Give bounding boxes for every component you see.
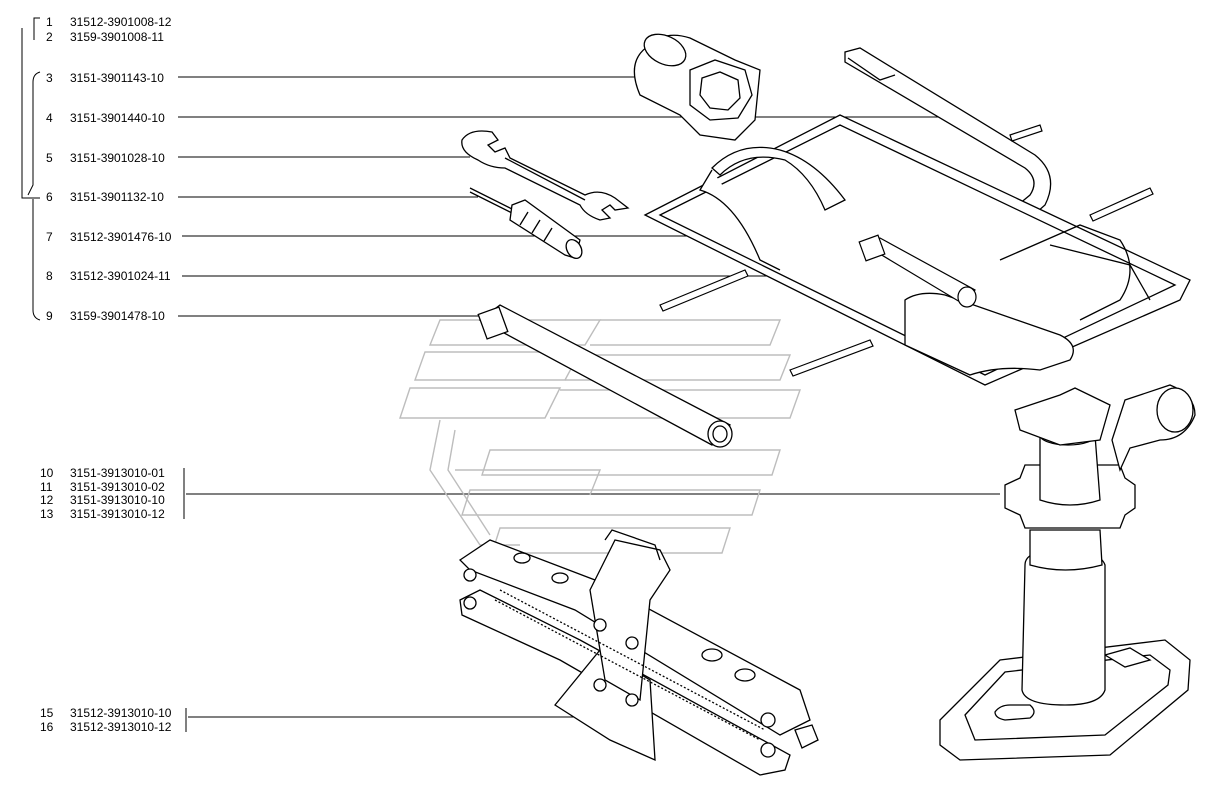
part-number-9: 9 <box>46 309 53 323</box>
part-code-9[interactable]: 3159-3901478-10 <box>70 309 165 323</box>
part-number-11: 11 <box>40 480 53 494</box>
part-code-8[interactable]: 31512-3901024-11 <box>70 269 171 283</box>
part-code-3[interactable]: 3151-3901143-10 <box>70 71 164 85</box>
part-code-7[interactable]: 31512-3901476-10 <box>70 230 172 244</box>
part-number-6: 6 <box>46 190 53 204</box>
part-code-11[interactable]: 3151-3913010-02 <box>70 480 165 494</box>
part-code-4[interactable]: 3151-3901440-10 <box>70 111 165 125</box>
bottle-jack-drawing <box>939 384 1196 761</box>
scissor-jack-drawing <box>458 529 819 776</box>
part-code-13[interactable]: 3151-3913010-12 <box>70 507 165 521</box>
part-number-3: 3 <box>46 71 53 85</box>
part-code-2[interactable]: 3159-3901008-11 <box>70 30 164 44</box>
part-number-15: 15 <box>40 706 54 720</box>
screwdriver-drawing <box>469 187 583 259</box>
tray-straps <box>659 124 1154 377</box>
part-number-8: 8 <box>46 269 53 283</box>
part-code-1[interactable]: 31512-3901008-12 <box>70 15 172 29</box>
part-code-16[interactable]: 31512-3913010-12 <box>70 720 172 734</box>
part-number-4: 4 <box>46 111 53 125</box>
part-number-13: 13 <box>40 507 54 521</box>
part-code-5[interactable]: 3151-3901028-10 <box>70 151 165 165</box>
part-number-16: 16 <box>40 720 54 734</box>
part-number-12: 12 <box>40 493 54 507</box>
part-number-1: 1 <box>46 15 53 29</box>
lever-tube-drawing <box>477 304 733 448</box>
part-code-12[interactable]: 3151-3913010-10 <box>70 493 165 507</box>
part-code-15[interactable]: 31512-3913010-10 <box>70 706 172 720</box>
part-number-10: 10 <box>40 466 54 480</box>
tube-in-bag <box>858 234 977 308</box>
part-code-6[interactable]: 3151-3901132-10 <box>70 190 164 204</box>
watermark-logo <box>399 319 801 554</box>
part-number-5: 5 <box>46 151 53 165</box>
tool-bag-drawing <box>643 114 1191 386</box>
socket-wrench-drawing <box>633 33 761 141</box>
part-number-2: 2 <box>46 30 53 44</box>
spanner-drawing <box>461 130 630 221</box>
part-code-10[interactable]: 3151-3913010-01 <box>70 466 165 480</box>
label-brackets <box>21 17 187 732</box>
part-number-7: 7 <box>46 230 53 244</box>
